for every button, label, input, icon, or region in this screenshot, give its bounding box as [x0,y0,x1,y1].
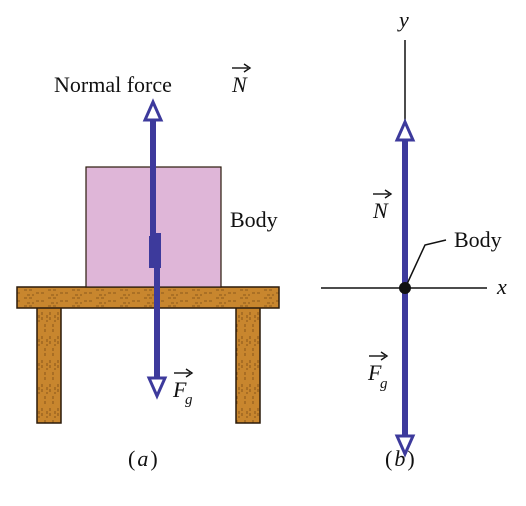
gravity-subscript-a: g [185,392,193,408]
vector-arrow-icon [232,63,252,73]
normal-symbol-b: N [372,198,389,223]
panel-a-caption: (a) [128,446,158,471]
body-leader-line [406,239,447,285]
table-leg-right [235,306,261,424]
gravity-symbol-a: F [172,377,187,402]
vector-arrow-icon [373,189,393,199]
normal-force-label: Normal force [54,72,172,97]
gravity-subscript-b: g [380,376,388,392]
panel-a: Normal force N Body F g (a) [16,63,280,471]
gravity-vector-a [146,233,168,400]
panel-b-caption: (b) [385,446,415,471]
normal-force-symbol: N [231,72,248,97]
table-top [16,286,280,309]
y-axis-label: y [397,7,409,32]
body-label-b: Body [454,227,502,252]
gravity-vector-b [394,288,416,458]
normal-force-vector-b [394,118,416,288]
gravity-symbol-b: F [367,360,382,385]
panel-b: y x Body N F g (b) [321,7,507,471]
body-label-a: Body [230,207,278,232]
vector-arrow-icon [174,368,194,378]
body-point [399,282,411,294]
table-leg-left [36,306,62,424]
vector-arrow-icon [369,351,389,361]
x-axis-label: x [496,274,507,299]
